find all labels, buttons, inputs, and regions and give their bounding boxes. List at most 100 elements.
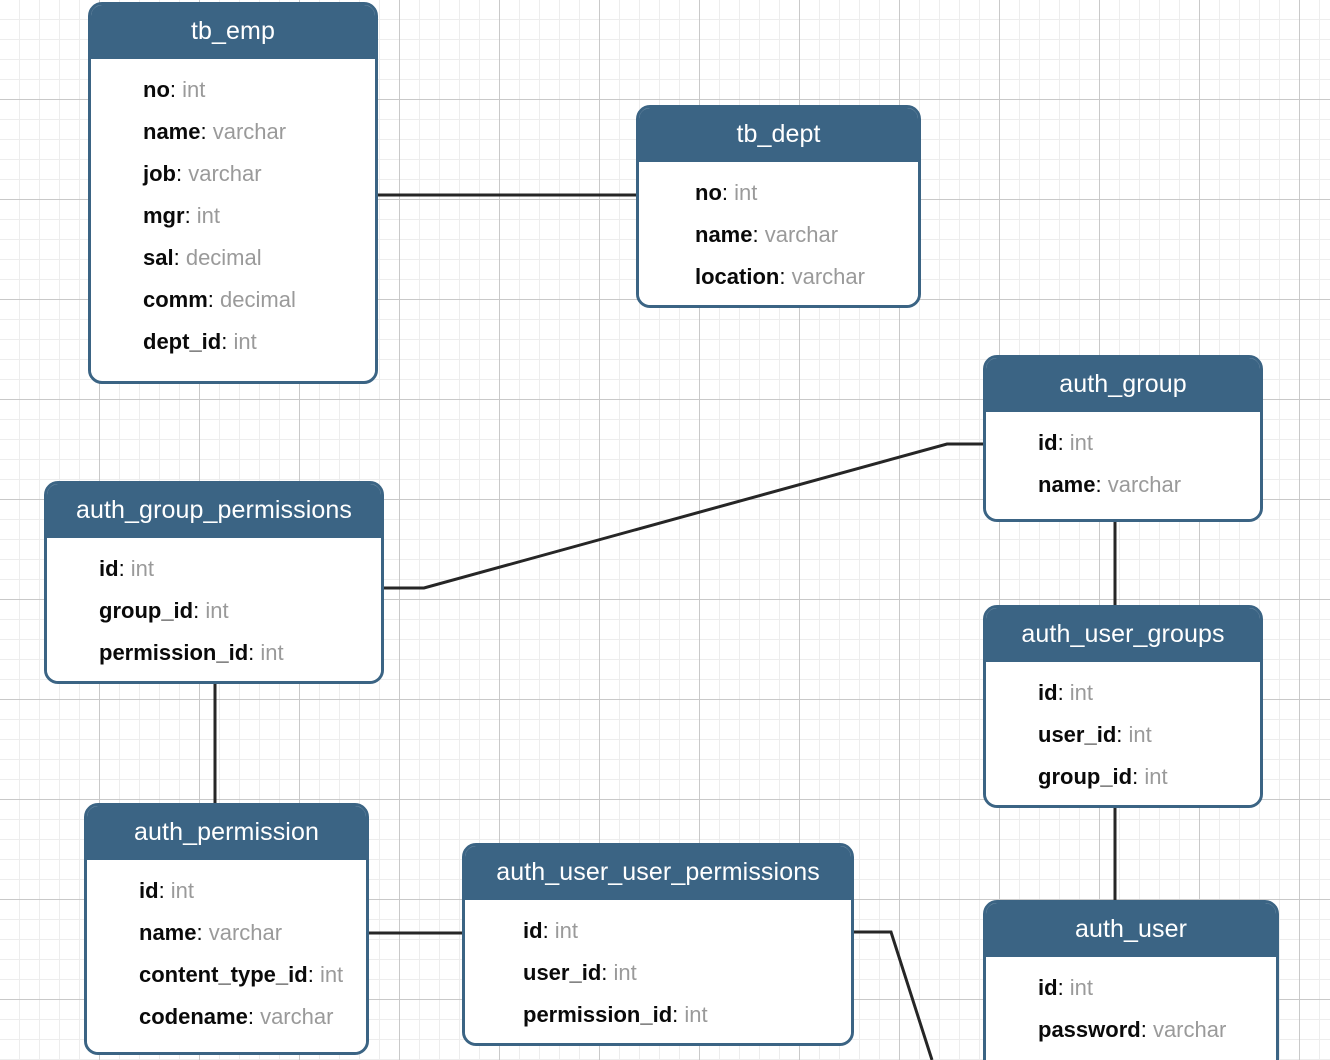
field-row[interactable]: id: int: [986, 672, 1260, 714]
field-type: varchar: [212, 119, 287, 144]
field-type: int: [260, 640, 284, 665]
field-row[interactable]: name: varchar: [91, 111, 375, 153]
field-row[interactable]: no: int: [91, 69, 375, 111]
field-row[interactable]: password: varchar: [986, 1009, 1276, 1051]
entity-title-auth_user_groups: auth_user_groups: [986, 608, 1260, 662]
field-type: decimal: [220, 287, 296, 312]
field-name: content_type_id: [139, 962, 308, 987]
field-row[interactable]: id: int: [47, 548, 381, 590]
field-type: int: [1128, 722, 1152, 747]
field-type: int: [684, 1002, 708, 1027]
field-type: int: [196, 203, 221, 228]
field-row[interactable]: comm: decimal: [91, 279, 375, 321]
field-name: group_id: [99, 598, 194, 623]
field-row[interactable]: id: int: [986, 422, 1260, 464]
field-name: id: [99, 556, 119, 581]
field-name: group_id: [1038, 764, 1133, 789]
field-row[interactable]: id: int: [87, 870, 366, 912]
field-separator: :: [542, 918, 555, 943]
entity-title-tb_dept: tb_dept: [639, 108, 918, 162]
field-row[interactable]: name: varchar: [986, 464, 1260, 506]
field-name: permission_id: [99, 640, 249, 665]
field-name: mgr: [143, 203, 185, 228]
field-separator: :: [779, 264, 792, 289]
field-row[interactable]: job: varchar: [91, 153, 375, 195]
field-row[interactable]: permission_id: int: [465, 994, 851, 1036]
field-separator: :: [672, 1002, 685, 1027]
field-row[interactable]: id: int: [465, 910, 851, 952]
field-separator: :: [158, 878, 171, 903]
field-separator: :: [1057, 975, 1070, 1000]
field-separator: :: [1140, 1017, 1153, 1042]
field-type: varchar: [260, 1004, 334, 1029]
field-row[interactable]: dept_id: int: [91, 321, 375, 363]
field-type: int: [613, 960, 637, 985]
field-row[interactable]: content_type_id: int: [87, 954, 366, 996]
field-name: permission_id: [523, 1002, 673, 1027]
field-separator: :: [193, 598, 206, 623]
field-separator: :: [1057, 430, 1070, 455]
field-type: int: [130, 556, 155, 581]
field-name: no: [695, 180, 722, 205]
field-type: varchar: [1107, 472, 1182, 497]
field-row[interactable]: permission_id: int: [47, 632, 381, 674]
field-type: int: [1069, 975, 1094, 1000]
field-separator: :: [221, 329, 234, 354]
field-name: name: [1038, 472, 1096, 497]
field-separator: :: [184, 203, 197, 228]
field-separator: :: [601, 960, 614, 985]
field-row[interactable]: codename: varchar: [87, 996, 366, 1038]
field-type: int: [1069, 680, 1094, 705]
field-separator: :: [248, 640, 261, 665]
entity-title-tb_emp: tb_emp: [91, 5, 375, 59]
field-separator: :: [1057, 680, 1070, 705]
field-type: int: [205, 598, 229, 623]
field-row[interactable]: id: int: [986, 967, 1276, 1009]
entity-title-auth_group_permissions: auth_group_permissions: [47, 484, 381, 538]
field-name: sal: [143, 245, 174, 270]
field-type: int: [233, 329, 257, 354]
field-type: decimal: [185, 245, 262, 270]
field-row[interactable]: name: varchar: [87, 912, 366, 954]
edge-agp-ag[interactable]: [384, 442, 983, 590]
field-separator: :: [307, 962, 320, 987]
field-type: varchar: [208, 920, 283, 945]
field-row[interactable]: name: varchar: [639, 214, 918, 256]
field-name: codename: [139, 1004, 248, 1029]
field-row[interactable]: user_id: int: [986, 714, 1260, 756]
field-separator: :: [207, 287, 221, 312]
field-row[interactable]: sal: decimal: [91, 237, 375, 279]
field-row[interactable]: last_login: datetime: [986, 1051, 1276, 1060]
field-row[interactable]: no: int: [639, 172, 918, 214]
field-name: user_id: [523, 960, 602, 985]
field-row[interactable]: mgr: int: [91, 195, 375, 237]
field-row[interactable]: location: varchar: [639, 256, 918, 298]
field-type: varchar: [188, 161, 262, 186]
field-row[interactable]: user_id: int: [465, 952, 851, 994]
field-row[interactable]: group_id: int: [986, 756, 1260, 798]
field-row[interactable]: group_id: int: [47, 590, 381, 632]
field-name: name: [143, 119, 201, 144]
edge-auup-down[interactable]: [854, 930, 934, 1060]
field-name: id: [1038, 975, 1058, 1000]
entity-title-auth_permission: auth_permission: [87, 806, 366, 860]
field-name: comm: [143, 287, 208, 312]
field-type: int: [1069, 430, 1094, 455]
